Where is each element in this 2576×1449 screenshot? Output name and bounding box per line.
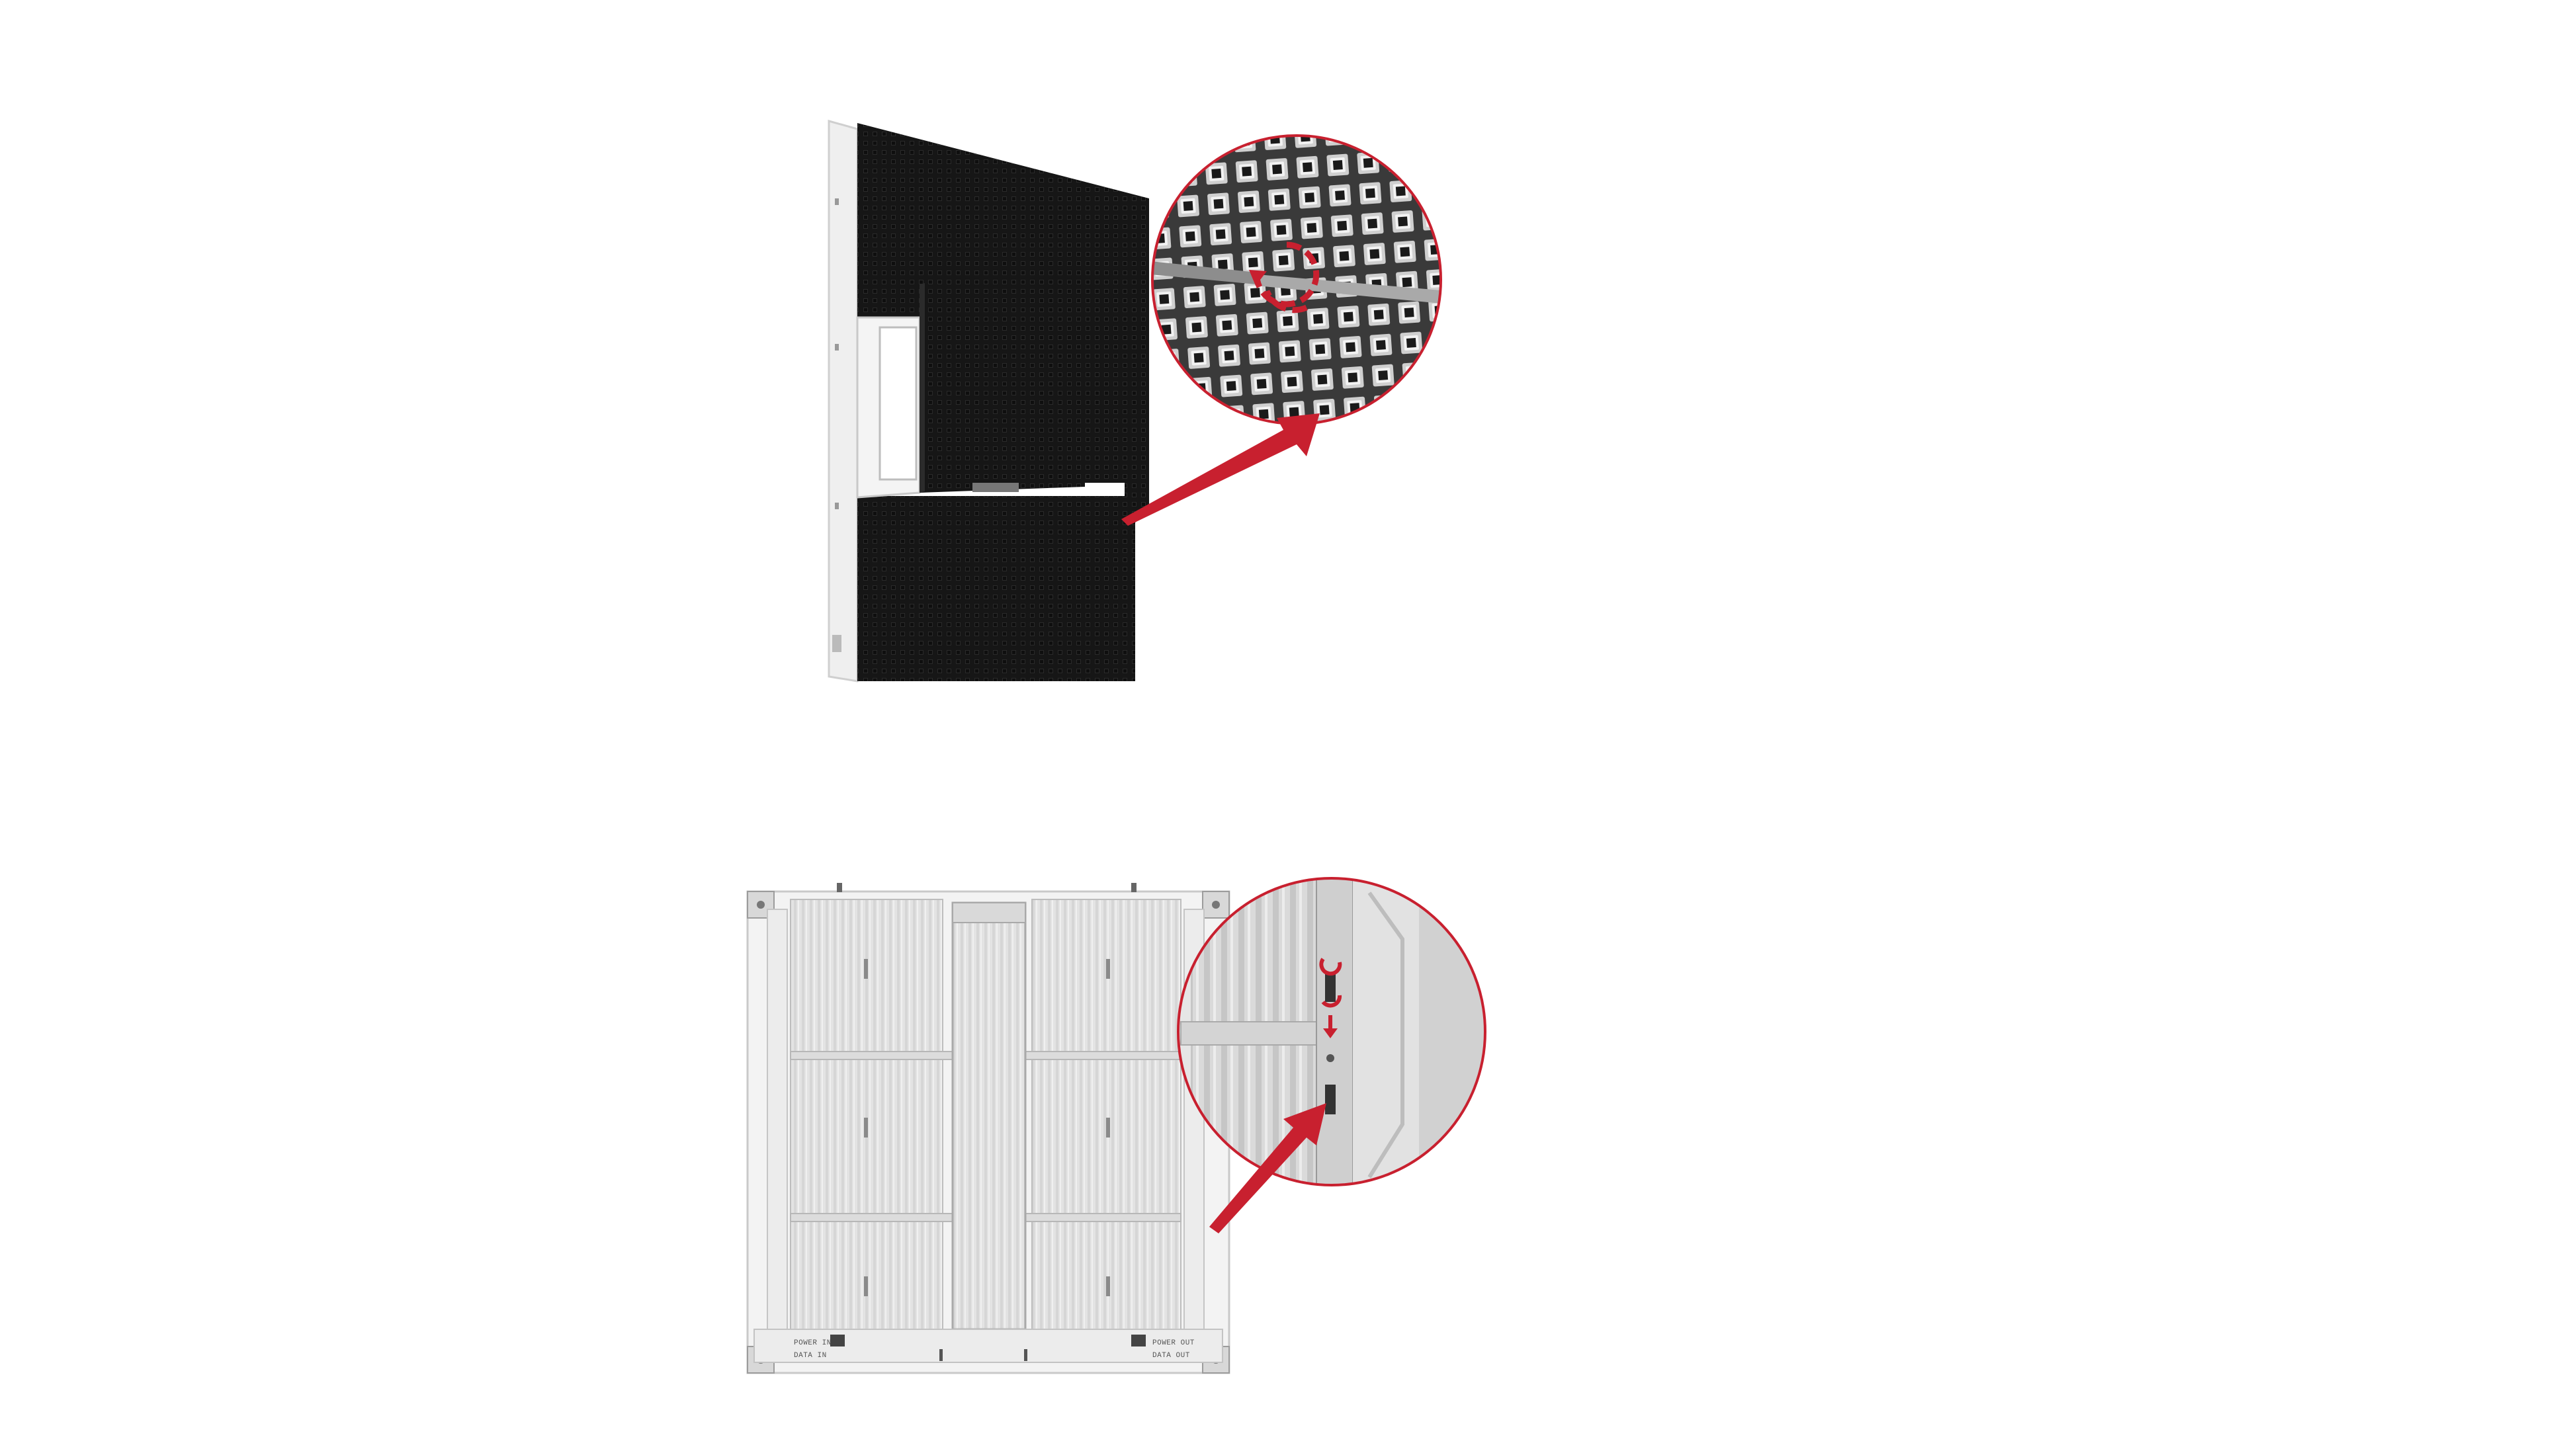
power-in-label: POWER IN [794,1339,832,1347]
down-arrow-icon [1323,1015,1338,1038]
data-out-label: DATA OUT [1152,1352,1190,1360]
zoom-callout-bottom [1177,877,1486,1233]
cabinet-side-frame [828,120,859,683]
center-spine [951,901,1027,1331]
led-cabinet-front-illustration [828,120,1149,683]
zoom-callout-top [1121,134,1442,526]
data-in-label: DATA IN [794,1352,827,1360]
callout-arrow-icon [1121,413,1320,526]
led-module-pulled [920,284,1085,493]
rotate-arrow-icon [1319,958,1342,1008]
rotate-arrow-icon [1249,241,1320,313]
power-out-label: POWER OUT [1152,1339,1195,1347]
callout-arrow-icon [1209,1103,1326,1233]
led-cabinet-back-illustration: POWER IN DATA IN POWER OUT DATA OUT [746,883,1230,1374]
